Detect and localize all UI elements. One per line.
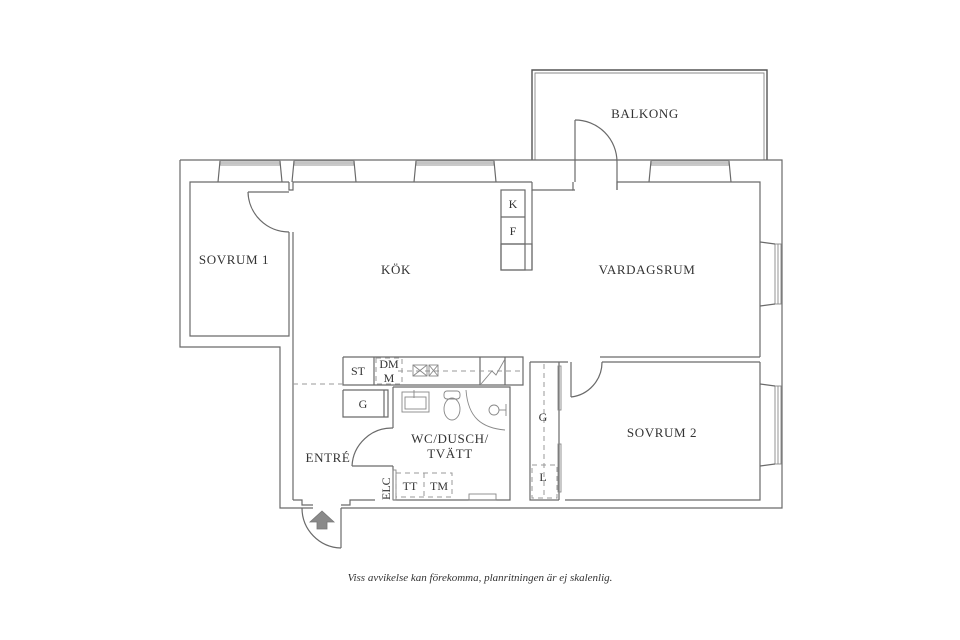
dryer-label: TT: [403, 479, 418, 493]
room-label-balkong: BALKONG: [611, 106, 679, 121]
linen-closet-label: L: [539, 470, 546, 484]
shower-head-icon: [488, 404, 507, 416]
shower-curtain-icon: [465, 389, 506, 431]
window-vardagsrum-top: [648, 160, 732, 183]
door-entrance: [301, 507, 342, 549]
closet-sovrum2-label: G: [539, 410, 548, 424]
disclaimer-caption: Viss avvikelse kan förekomma, planritnin…: [347, 572, 613, 584]
stove-icon: [412, 364, 439, 377]
balcony: [531, 69, 768, 160]
bathroom-fixtures: TT TM ELC: [379, 389, 507, 501]
dishwasher-label: DM: [379, 357, 399, 371]
room-label-sovrum2: SOVRUM 2: [627, 425, 697, 440]
microwave-label: M: [384, 371, 395, 385]
window-kok-2: [413, 160, 497, 183]
entrance-arrow-icon: [308, 510, 336, 530]
fridge-label: K: [509, 197, 518, 211]
door-sovrum1: [247, 191, 290, 233]
room-label-entre: ENTRÉ: [306, 450, 351, 465]
room-label-wc-line2: TVÄTT: [427, 446, 473, 461]
windows-right: [759, 241, 782, 467]
electrical-cabinet-label: ELC: [379, 477, 393, 500]
wardrobe-sovrum2: G L: [531, 364, 562, 499]
doors: [247, 119, 618, 549]
window-kok-1: [291, 160, 357, 183]
washer-label: TM: [430, 479, 448, 493]
room-label-kok: KÖK: [381, 262, 411, 277]
room-label-wc-line1: WC/DUSCH/: [411, 431, 489, 446]
inner-walls: [189, 181, 761, 506]
door-balcony: [572, 119, 618, 191]
room-label-sovrum1: SOVRUM 1: [199, 252, 269, 267]
room-label-vardagsrum: VARDAGSRUM: [599, 262, 696, 277]
window-sovrum1: [217, 160, 283, 183]
outer-wall: [179, 159, 783, 509]
closet-hall-label: G: [359, 397, 368, 411]
electrical-icon: [480, 358, 506, 385]
toilet-icon: [443, 390, 461, 421]
windows-top: [217, 160, 732, 183]
door-sovrum2: [570, 361, 603, 398]
window-vardagsrum-right: [759, 241, 782, 307]
door-bathroom: [351, 427, 394, 467]
storage-st-label: ST: [351, 364, 366, 378]
storage-block: ST DM M: [351, 357, 506, 385]
kitchen-column: K F: [500, 189, 533, 271]
freezer-label: F: [510, 224, 517, 238]
sink-icon: [401, 390, 430, 413]
window-sovrum2-right: [759, 383, 782, 467]
